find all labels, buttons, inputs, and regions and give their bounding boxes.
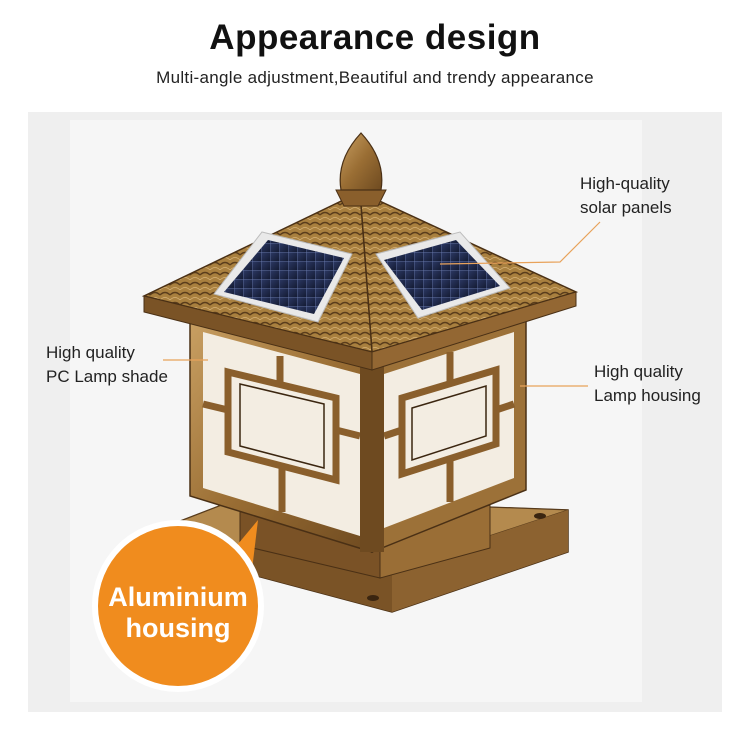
page-title: Appearance design (209, 18, 541, 57)
solar-panels (213, 231, 511, 323)
callout-housing-line2: Lamp housing (594, 386, 701, 405)
lamp-body (189, 316, 527, 554)
callout-housing-line1: High quality (594, 362, 683, 381)
callout-lamp-housing: High quality Lamp housing (594, 360, 701, 408)
page-subtitle: Multi-angle adjustment,Beautiful and tre… (156, 68, 594, 87)
aluminium-badge (92, 520, 264, 692)
callout-solar-line2: solar panels (580, 198, 672, 217)
callout-shade-line2: PC Lamp shade (46, 367, 168, 386)
finial (335, 132, 387, 207)
callout-solar-panels: High-quality solar panels (580, 172, 672, 220)
badge-line1: Aluminium (108, 582, 248, 612)
callout-lamp-shade: High quality PC Lamp shade (46, 341, 168, 389)
callout-solar-line1: High-quality (580, 174, 670, 193)
badge-text: Aluminium housing (93, 582, 263, 644)
callout-leaders (163, 221, 601, 387)
badge-line2: housing (125, 613, 231, 643)
callout-shade-line1: High quality (46, 343, 135, 362)
